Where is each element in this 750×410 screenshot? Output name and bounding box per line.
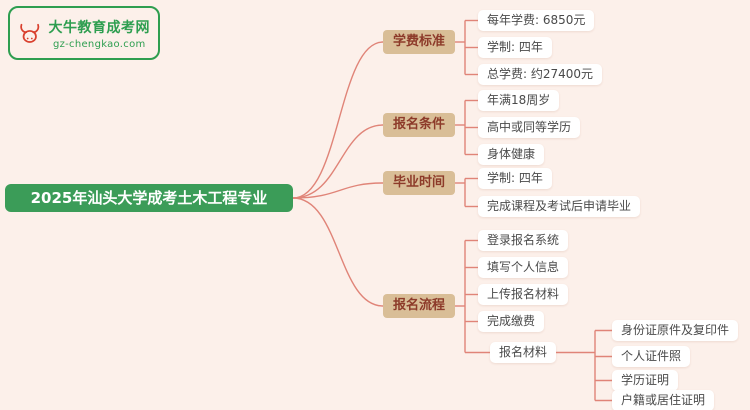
logo-subtitle: gz-chengkao.com bbox=[52, 38, 146, 50]
leaf-node: 学制: 四年 bbox=[478, 168, 552, 189]
leaf-node: 年满18周岁 bbox=[478, 90, 560, 111]
leaf-node: 高中或同等学历 bbox=[478, 117, 581, 138]
logo: 大牛教育成考网 gz-chengkao.com bbox=[8, 6, 160, 60]
leaf-node: 上传报名材料 bbox=[478, 284, 569, 305]
leaf-node: 完成课程及考试后申请毕业 bbox=[478, 196, 641, 217]
leaf-node: 学制: 四年 bbox=[478, 37, 552, 58]
root-node: 2025年汕头大学成考土木工程专业 bbox=[5, 184, 293, 212]
leaf-node: 身体健康 bbox=[478, 144, 545, 165]
leaf-node: 登录报名系统 bbox=[478, 230, 569, 251]
branch-tuition-standard: 学费标准 bbox=[383, 30, 455, 54]
logo-text: 大牛教育成考网 gz-chengkao.com bbox=[49, 17, 151, 50]
leaf-node: 个人证件照 bbox=[612, 346, 691, 367]
branch-graduation-time: 毕业时间 bbox=[383, 171, 455, 195]
leaf-node: 身份证原件及复印件 bbox=[612, 320, 739, 341]
logo-title: 大牛教育成考网 bbox=[48, 19, 150, 36]
leaf-node: 户籍或居住证明 bbox=[612, 390, 715, 410]
branch-enrollment-conditions: 报名条件 bbox=[383, 113, 455, 137]
leaf-node: 学历证明 bbox=[612, 370, 679, 391]
leaf-enrollment-materials: 报名材料 bbox=[490, 342, 557, 363]
leaf-node: 每年学费: 6850元 bbox=[478, 10, 595, 31]
leaf-node: 填写个人信息 bbox=[478, 257, 569, 278]
branch-enrollment-process: 报名流程 bbox=[383, 294, 455, 318]
leaf-node: 完成缴费 bbox=[478, 311, 545, 332]
leaf-node: 总学费: 约27400元 bbox=[478, 64, 603, 85]
bull-icon bbox=[20, 23, 40, 43]
